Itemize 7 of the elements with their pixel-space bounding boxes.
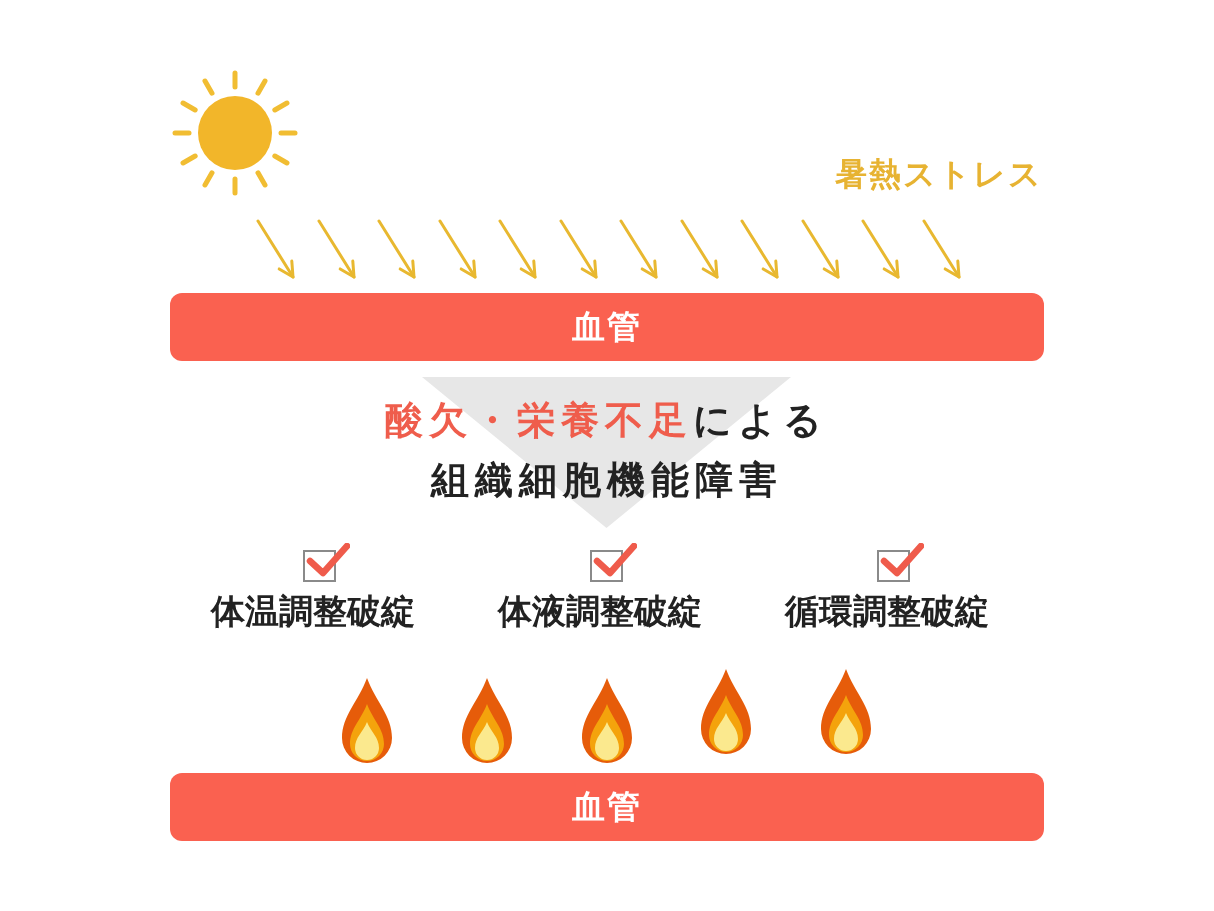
banner-bar: 血管: [170, 293, 1044, 361]
item-label: 循環調整破綻: [785, 592, 989, 632]
banner-bar: 血管: [170, 773, 1044, 841]
annotation-text: 暑熱ストレス: [835, 156, 1043, 193]
item-label: 体液調整破綻: [498, 592, 702, 632]
heading-text: 酸欠・栄養不足による組織細胞機能障害: [384, 397, 829, 504]
item-label: 体温調整破綻: [211, 592, 415, 632]
